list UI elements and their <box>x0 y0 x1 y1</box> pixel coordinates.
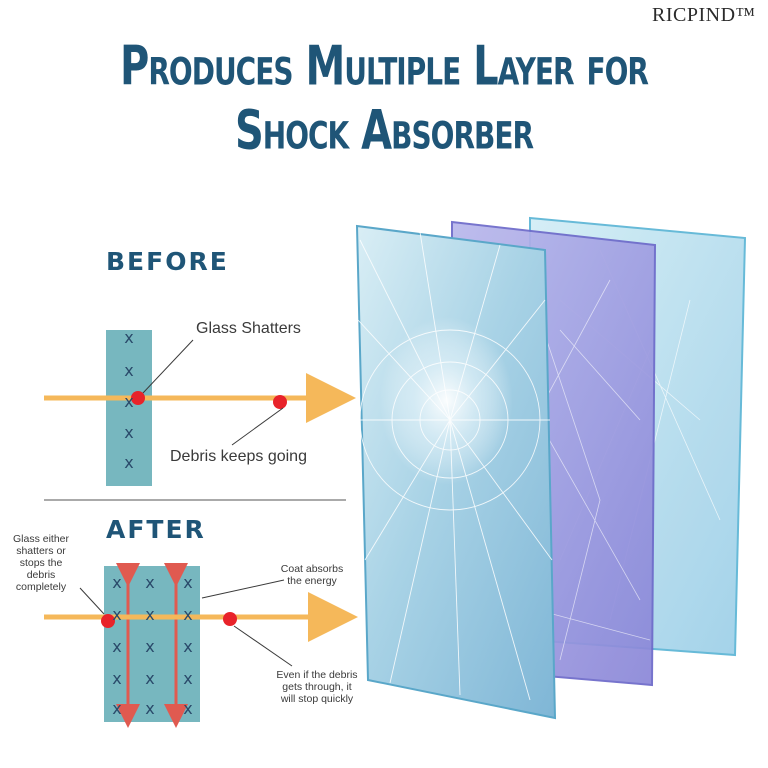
debris-keeps-going-label: Debris keeps going <box>170 448 307 465</box>
coat-absorbs-label: Coat absorbs the energy <box>280 563 344 587</box>
after-x-mark: x <box>183 669 192 688</box>
after-left-pointer <box>79 587 105 615</box>
after-debris-pointer <box>233 625 293 667</box>
before-x-mark: x <box>124 453 133 472</box>
after-x-mark: x <box>183 605 192 624</box>
title-line-2: Shock Absorber <box>234 99 534 163</box>
before-debris-pointer <box>231 407 284 446</box>
before-x-mark: x <box>124 423 133 442</box>
before-glass-pointer <box>142 339 194 394</box>
glass-front-layer <box>355 224 557 720</box>
after-coat-pointer <box>201 579 285 599</box>
after-x-mark: x <box>112 699 121 718</box>
after-x-mark: x <box>145 573 154 592</box>
after-x-mark: x <box>145 669 154 688</box>
after-x-mark: x <box>112 637 121 656</box>
after-diagram <box>44 563 358 728</box>
after-impact-dot <box>101 614 115 628</box>
before-heading: BEFORE <box>106 247 229 276</box>
before-impact-dot <box>131 391 145 405</box>
after-x-mark: x <box>112 605 121 624</box>
title-line-1: Produces Multiple Layer for <box>120 35 649 99</box>
before-glass-panel <box>106 330 152 486</box>
after-x-mark: x <box>112 669 121 688</box>
after-debris-dot <box>223 612 237 626</box>
after-heading: AFTER <box>106 515 206 544</box>
glass-either-label: Glass either shatters or stops the debri… <box>12 533 70 593</box>
after-x-mark: x <box>145 605 154 624</box>
brand-logo: RICPIND™ <box>652 4 756 26</box>
after-x-mark: x <box>183 699 192 718</box>
after-x-mark: x <box>145 637 154 656</box>
before-debris-dot <box>273 395 287 409</box>
glass-shatters-label: Glass Shatters <box>196 320 301 337</box>
after-x-mark: x <box>183 637 192 656</box>
after-x-mark: x <box>145 699 154 718</box>
after-x-mark: x <box>112 573 121 592</box>
after-x-mark: x <box>183 573 192 592</box>
before-x-mark: x <box>124 392 133 411</box>
even-if-debris-label: Even if the debris gets through, it will… <box>276 669 358 705</box>
before-diagram <box>44 330 356 486</box>
before-x-mark: x <box>124 328 133 347</box>
before-x-mark: x <box>124 361 133 380</box>
